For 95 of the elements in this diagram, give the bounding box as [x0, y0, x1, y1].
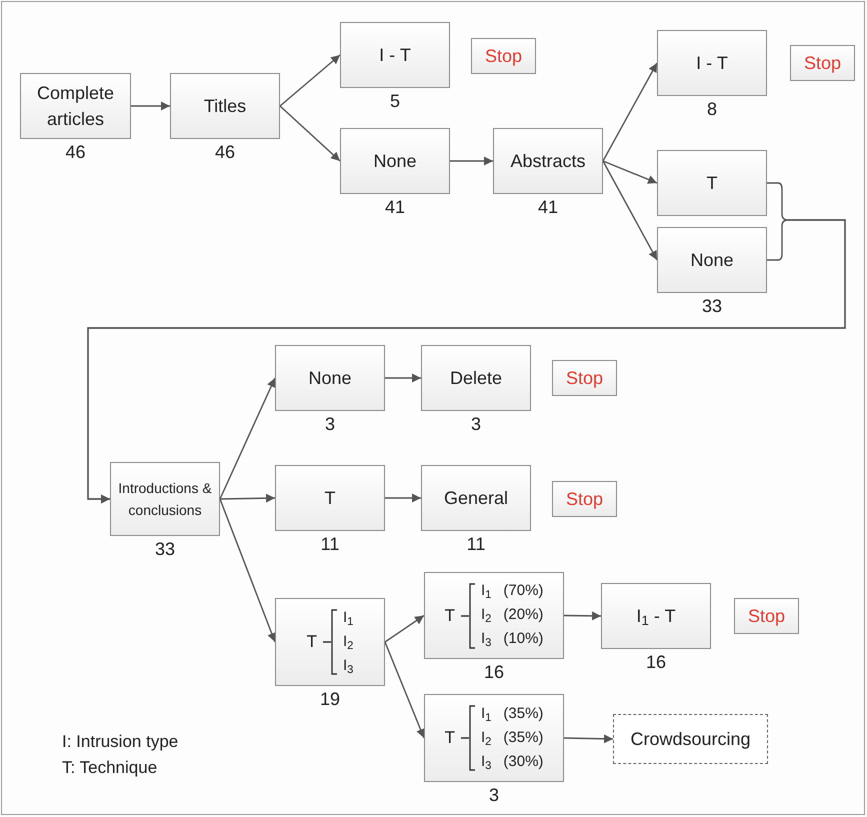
legend-note: I: Intrusion type — [62, 731, 178, 753]
node-text: T — [444, 727, 455, 750]
node-text: Stop — [484, 45, 524, 68]
count-label: 8 — [706, 98, 717, 120]
node-text: I - T — [378, 44, 412, 67]
arrow — [131, 102, 170, 110]
process-box — [110, 462, 220, 536]
arrow — [220, 494, 276, 503]
node-text: Crowdsourcing — [629, 728, 752, 751]
arrow — [384, 614, 424, 643]
arrow — [602, 160, 658, 184]
node-text: I - T — [695, 52, 729, 75]
process-box — [275, 465, 385, 531]
node-text: Stop — [746, 605, 786, 628]
count-label: 3 — [324, 413, 335, 435]
stop-box — [471, 38, 536, 74]
process-box — [275, 345, 385, 411]
node-text: I$_{2}$ — [480, 605, 492, 627]
node-text: Complete articles — [36, 82, 116, 131]
count-label: 5 — [390, 90, 400, 112]
node-text: Delete — [448, 367, 504, 390]
node-text: Stop — [564, 367, 604, 390]
percent-text: (70%) — [503, 581, 544, 602]
percent-text: (20%) — [503, 605, 544, 626]
count-label: 33 — [154, 538, 176, 560]
arrow — [450, 156, 493, 166]
process-box — [657, 227, 767, 293]
arrow — [564, 611, 601, 620]
node-text: General — [442, 487, 510, 510]
process-box — [340, 22, 450, 88]
process-box — [657, 150, 767, 216]
arrow — [384, 642, 425, 738]
node-text: T — [324, 487, 336, 510]
percent-text: (30%) — [503, 752, 544, 772]
node-text: Titles — [202, 95, 248, 118]
process-box — [340, 128, 450, 194]
arrow — [219, 378, 276, 500]
node-text: None — [689, 249, 735, 272]
process-box — [20, 73, 131, 139]
node-text: T — [306, 631, 317, 654]
count-label: 16 — [646, 651, 666, 673]
process-box — [275, 598, 385, 686]
node-text: I$_{1}$ — [480, 581, 492, 603]
arrow — [385, 374, 421, 382]
process-box — [421, 345, 531, 411]
count-label: 3 — [488, 784, 499, 806]
node-text: Stop — [564, 488, 604, 511]
node-text: None — [307, 367, 353, 390]
arrow — [385, 494, 421, 502]
stop-box — [552, 481, 617, 517]
arrow — [219, 498, 276, 642]
node-text: I$_{1}$ — [342, 608, 354, 630]
node-text: I$_{1}$ — [480, 704, 492, 726]
count-label: 11 — [466, 533, 486, 555]
percent-text: (35%) — [503, 704, 544, 724]
arrow — [280, 54, 340, 107]
arrow — [602, 160, 658, 260]
process-box — [493, 128, 603, 194]
node-text: T — [444, 604, 455, 627]
process-box — [421, 465, 531, 531]
node-text: None — [372, 150, 418, 173]
count-label: 16 — [484, 661, 504, 683]
count-label: 11 — [320, 533, 340, 555]
arrow — [602, 62, 658, 162]
count-label: 33 — [702, 295, 722, 317]
node-text: T — [706, 172, 718, 195]
process-box — [424, 694, 564, 782]
node-text: Abstracts — [509, 150, 587, 173]
node-text: I$_{2}$ — [480, 728, 492, 750]
count-label: 19 — [320, 688, 340, 710]
node-text: I$_{3}$ — [480, 752, 492, 774]
node-text: Introductions & conclusions — [117, 479, 213, 520]
arrow — [564, 734, 614, 744]
process-box — [601, 583, 711, 649]
count-label: 3 — [470, 413, 481, 435]
count-label: 41 — [384, 196, 406, 218]
percent-text: (35%) — [503, 728, 544, 748]
node-text: I$_{3}$ — [480, 629, 492, 651]
percent-text: (10%) — [503, 629, 544, 650]
stop-box — [552, 360, 617, 396]
count-label: 41 — [538, 196, 558, 218]
node-text: Stop — [802, 52, 842, 75]
arrow — [280, 105, 340, 162]
node-text: I$_{3}$ — [342, 656, 354, 678]
process-box — [613, 714, 768, 764]
process-box — [424, 572, 564, 659]
count-label: 46 — [65, 141, 86, 163]
process-box — [170, 73, 280, 139]
count-label: 46 — [214, 141, 236, 163]
node-text: I$_{1}$ - T — [635, 605, 677, 629]
legend-note: T: Technique — [62, 757, 158, 779]
stop-box — [790, 45, 855, 81]
node-text: I$_{2}$ — [342, 632, 354, 654]
stop-box — [734, 598, 799, 634]
process-box — [657, 30, 767, 96]
